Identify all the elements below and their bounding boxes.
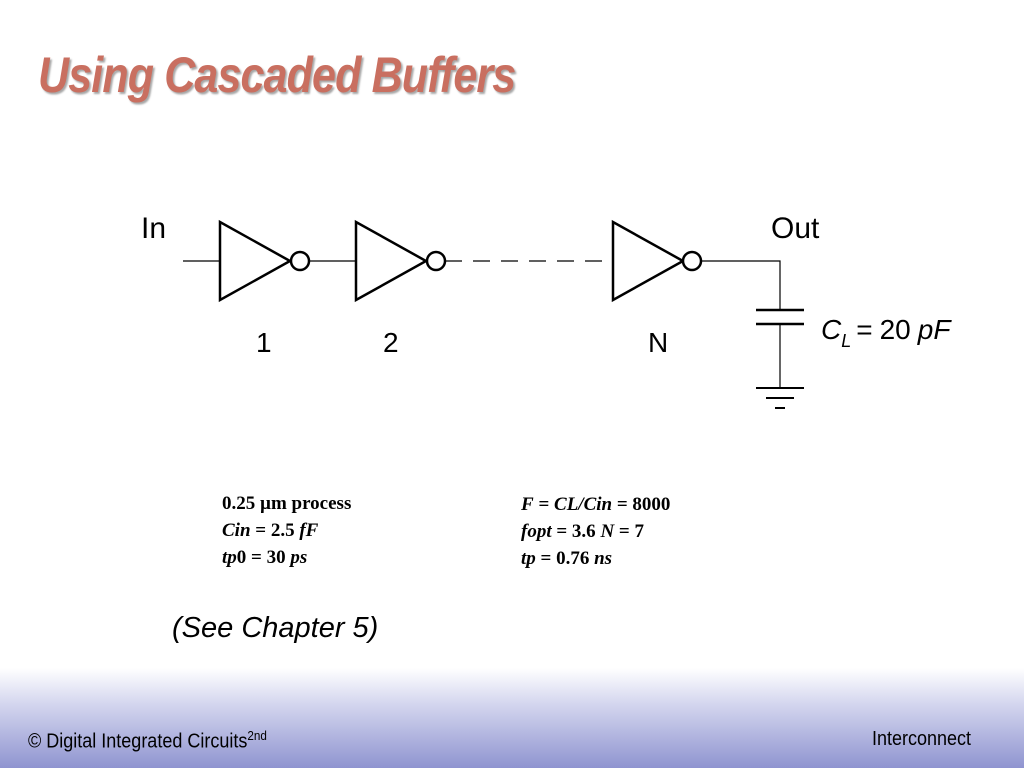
inverter-2-bubble — [425, 250, 447, 272]
stage-label-n: N — [648, 327, 668, 358]
cin-line: Cin = 2.5 fF — [222, 520, 319, 541]
footer-bar — [0, 668, 1024, 768]
stage-label-1: 1 — [256, 327, 272, 358]
stage-label-2: 2 — [383, 327, 399, 358]
fopt-line: fopt = 3.6 N = 7 — [521, 521, 644, 542]
buffer-results: F = CL/Cin = 8000 fopt = 3.6 N = 7 tp = … — [521, 491, 670, 572]
footer-section: Interconnect — [872, 728, 972, 750]
fanout-line: F = CL/Cin = 8000 — [521, 494, 671, 515]
tp0-line: tp0 = 30 ps — [222, 547, 308, 568]
footer-copyright: © Digital Integrated Circuits2nd — [28, 728, 267, 753]
inverter-1-body — [218, 219, 293, 303]
inverter-1-bubble — [289, 250, 311, 272]
input-label: In — [141, 212, 166, 245]
process-parameters: 0.25 µm process Cin = 2.5 fF tp0 = 30 ps — [222, 490, 351, 571]
tp-line: tp = 0.76 ns — [521, 548, 613, 569]
inverter-n-body — [611, 219, 686, 303]
process-line: 0.25 µm process — [222, 493, 352, 514]
ground-icon — [756, 387, 804, 409]
chapter-reference: (See Chapter 5) — [172, 612, 379, 644]
inverter-n-bubble — [681, 250, 703, 272]
slide-title: Using Cascaded Buffers — [38, 47, 516, 103]
inverter-2-body — [354, 219, 429, 303]
output-wire — [701, 260, 781, 310]
output-label: Out — [771, 212, 820, 245]
